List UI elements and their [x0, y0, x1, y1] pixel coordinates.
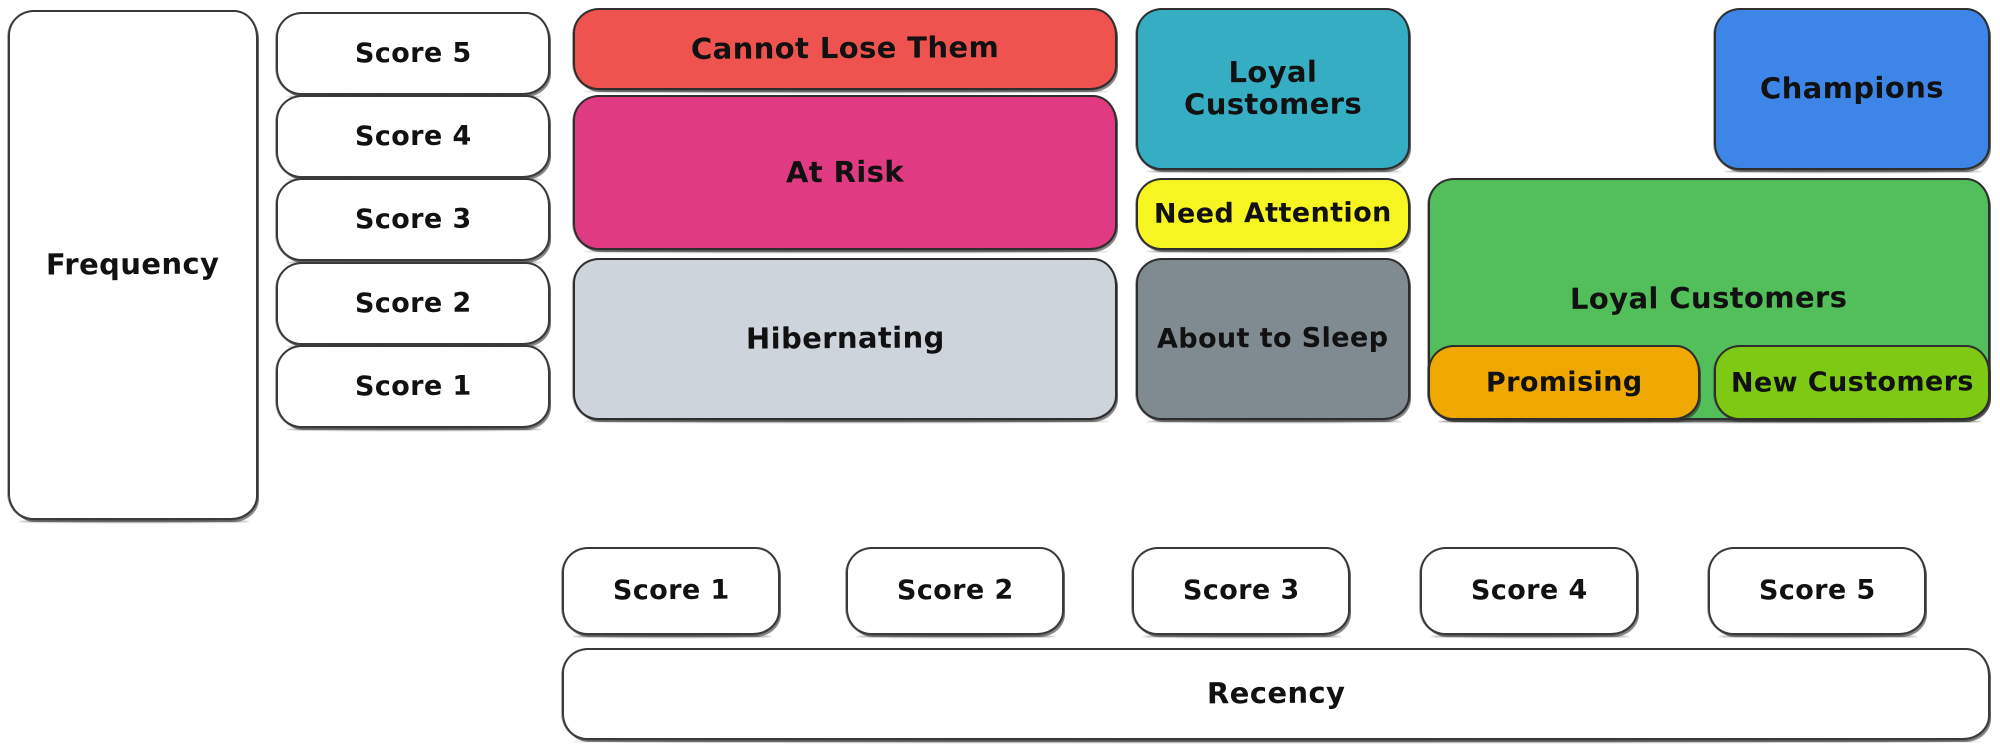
- segment-loyal-customers-teal-label: Loyal Customers: [1183, 54, 1363, 122]
- recency-score-2-label: Score 2: [896, 574, 1014, 607]
- segment-loyal-customers-teal[interactable]: Loyal Customers: [1135, 8, 1411, 171]
- segment-promising-label: Promising: [1485, 366, 1643, 399]
- recency-score-5-label: Score 5: [1758, 574, 1876, 607]
- segment-promising[interactable]: Promising: [1427, 345, 1701, 421]
- frequency-score-4-label: Score 4: [354, 120, 472, 153]
- segment-champions-label: Champions: [1759, 70, 1945, 106]
- segment-at-risk[interactable]: At Risk: [572, 95, 1118, 251]
- recency-score-2[interactable]: Score 2: [845, 547, 1065, 636]
- recency-score-4[interactable]: Score 4: [1419, 547, 1639, 636]
- frequency-score-2-label: Score 2: [354, 287, 472, 320]
- frequency-score-3-label: Score 3: [354, 203, 472, 236]
- segment-need-attention[interactable]: Need Attention: [1135, 178, 1411, 251]
- recency-score-4-label: Score 4: [1470, 574, 1588, 607]
- recency-score-3[interactable]: Score 3: [1131, 547, 1351, 636]
- segment-new-customers-label: New Customers: [1730, 365, 1974, 399]
- recency-score-3-label: Score 3: [1182, 574, 1300, 607]
- segment-cannot-lose-them[interactable]: Cannot Lose Them: [572, 8, 1118, 91]
- frequency-score-1-label: Score 1: [354, 370, 472, 403]
- segment-cannot-lose-them-label: Cannot Lose Them: [690, 30, 1000, 66]
- segment-about-to-sleep[interactable]: About to Sleep: [1135, 258, 1411, 421]
- frequency-score-4[interactable]: Score 4: [275, 95, 551, 179]
- recency-score-1[interactable]: Score 1: [561, 547, 781, 636]
- segment-champions[interactable]: Champions: [1713, 8, 1991, 171]
- frequency-score-1[interactable]: Score 1: [275, 345, 551, 429]
- segment-need-attention-label: Need Attention: [1154, 197, 1392, 230]
- segment-hibernating[interactable]: Hibernating: [572, 258, 1118, 421]
- recency-score-5[interactable]: Score 5: [1707, 547, 1927, 636]
- frequency-score-3[interactable]: Score 3: [275, 178, 551, 262]
- segment-hibernating-label: Hibernating: [745, 320, 945, 356]
- recency-axis-text: Recency: [1206, 675, 1346, 711]
- frequency-score-2[interactable]: Score 2: [275, 262, 551, 346]
- frequency-axis-text: Frequency: [46, 246, 220, 282]
- segment-new-customers[interactable]: New Customers: [1713, 345, 1991, 421]
- segment-loyal-customers-green-label: Loyal Customers: [1570, 280, 1848, 316]
- frequency-axis-label: Frequency: [7, 10, 259, 521]
- recency-axis-label: Recency: [561, 648, 1991, 741]
- frequency-score-5-label: Score 5: [354, 37, 472, 70]
- frequency-score-5[interactable]: Score 5: [275, 12, 551, 96]
- segment-at-risk-label: At Risk: [785, 154, 905, 189]
- recency-score-1-label: Score 1: [612, 574, 730, 607]
- segment-about-to-sleep-label: About to Sleep: [1157, 322, 1389, 355]
